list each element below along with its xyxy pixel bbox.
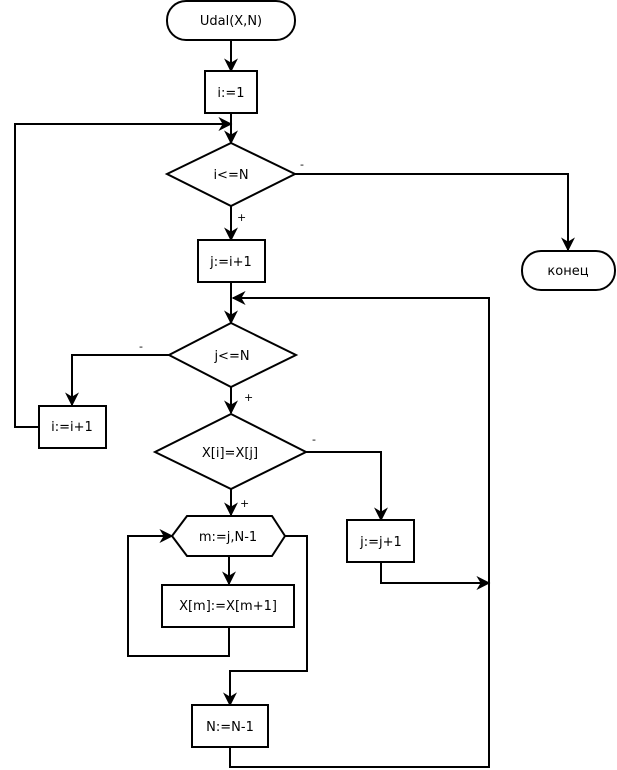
edge-dec-n-back-to-cond-j xyxy=(229,291,490,768)
node-init-j-label: j:=i+1 xyxy=(209,255,252,270)
node-start-label: Udal(X,N) xyxy=(200,14,262,29)
edge-shift-back-to-loop-m xyxy=(127,529,230,657)
node-cond-eq: X[i]=X[j] xyxy=(152,412,309,491)
branch-cond-i-yes: + xyxy=(237,211,246,224)
edge-inc-j-to-return-line xyxy=(380,562,491,590)
node-shift-label: X[m]:=X[m+1] xyxy=(179,599,277,614)
branch-cond-j-yes: + xyxy=(244,391,253,404)
node-shift: X[m]:=X[m+1] xyxy=(161,584,295,628)
edges xyxy=(14,40,575,768)
node-cond-i-label: i<=N xyxy=(213,168,248,183)
branch-cond-eq-yes: + xyxy=(240,497,249,510)
branch-cond-i-no: - xyxy=(300,158,304,171)
node-dec-n-label: N:=N-1 xyxy=(206,720,254,735)
branch-cond-eq-no: - xyxy=(312,433,316,446)
branch-cond-j-no: - xyxy=(139,340,143,353)
node-init-i: i:=1 xyxy=(204,70,258,114)
node-inc-i: i:=i+1 xyxy=(38,405,107,449)
branch-labels: - + - + - + xyxy=(139,158,316,510)
node-cond-j-label: j<=N xyxy=(213,349,249,364)
node-loop-m-label: m:=j,N-1 xyxy=(199,530,257,545)
node-dec-n: N:=N-1 xyxy=(191,704,269,748)
node-inc-j: j:=j+1 xyxy=(346,519,415,563)
node-end: конец xyxy=(521,250,616,291)
node-inc-i-label: i:=i+1 xyxy=(51,420,93,435)
edge-cond-j-no-to-inc-i xyxy=(65,354,169,407)
node-loop-m: m:=j,N-1 xyxy=(170,515,287,557)
node-start: Udal(X,N) xyxy=(166,0,296,41)
node-cond-eq-label: X[i]=X[j] xyxy=(202,446,258,461)
edge-loop-m-exit-to-dec-n xyxy=(223,535,308,707)
edge-cond-i-no-to-end xyxy=(295,173,575,252)
edge-cond-eq-no-to-inc-j xyxy=(306,451,388,522)
node-cond-i: i<=N xyxy=(164,141,298,208)
edge-inc-i-back-to-cond-i xyxy=(14,117,233,428)
node-init-j: j:=i+1 xyxy=(197,239,266,283)
node-init-i-label: i:=1 xyxy=(217,86,244,101)
node-end-label: конец xyxy=(547,264,588,279)
node-cond-j: j<=N xyxy=(166,321,299,389)
node-inc-j-label: j:=j+1 xyxy=(359,535,402,550)
